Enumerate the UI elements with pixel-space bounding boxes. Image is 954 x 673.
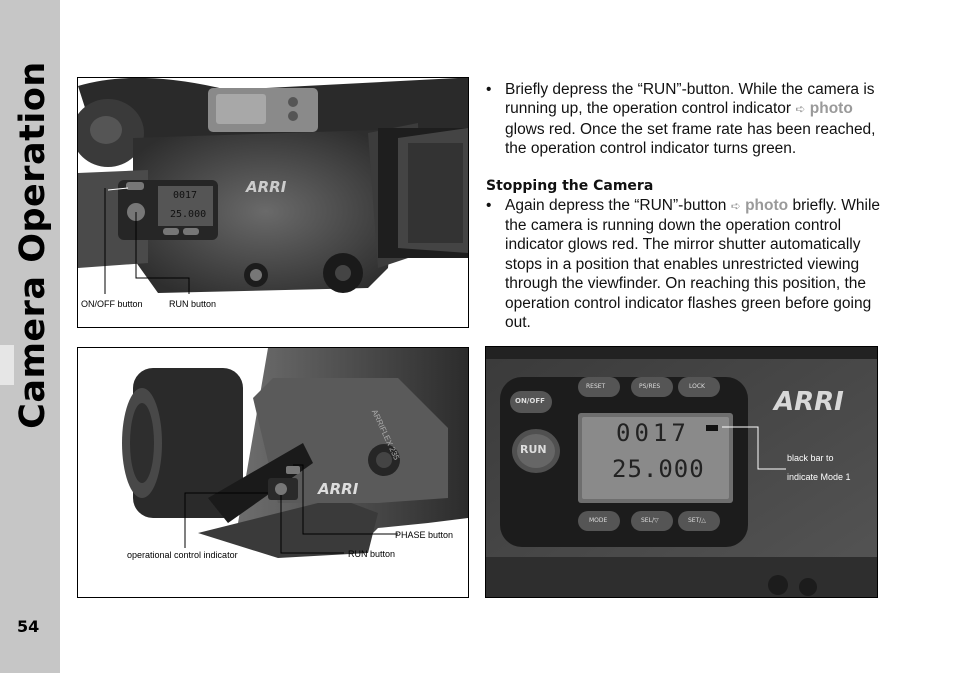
- camera-side-arri-logo: ARRI: [246, 178, 287, 196]
- control-panel-fps-readout: 25.000: [612, 455, 705, 483]
- camera-side-fps-readout: 25.000: [170, 209, 207, 220]
- control-panel-on-off-label[interactable]: ON/OFF: [515, 397, 545, 405]
- control-panel-button-mode[interactable]: MODE: [589, 517, 608, 524]
- control-panel-arri-logo: ARRI: [774, 387, 844, 417]
- sidebar-tab-marker: [0, 345, 14, 385]
- control-panel-illustration: [486, 347, 877, 597]
- photo-camera-right-side: ARRI ARRIFLEX 235 operational control in…: [77, 347, 469, 598]
- control-panel-button-ps-res[interactable]: PS/RES: [639, 383, 661, 390]
- camera-side-frame-counter: 0017: [173, 190, 198, 201]
- photo-reference-link[interactable]: ➪ photo: [730, 196, 789, 214]
- control-panel-button-set[interactable]: SET/△: [688, 517, 706, 524]
- page-number: 54: [17, 617, 40, 636]
- control-panel-run-label[interactable]: RUN: [520, 443, 547, 456]
- photo-control-panel: ARRI RUN ON/OFF RESET PS/RES LOCK MODE S…: [485, 346, 878, 598]
- caption-phase-button: PHASE button: [395, 530, 454, 540]
- caption-run-button: RUN button: [169, 299, 217, 309]
- caption-operational-control-indicator: operational control indicator: [127, 550, 238, 560]
- bullet-icon: •: [486, 81, 492, 98]
- body-text: • Briefly depress the “RUN”-button. Whil…: [486, 80, 886, 332]
- camera-right-illustration: [122, 348, 468, 558]
- caption-on-off-button: ON/OFF button: [81, 299, 143, 309]
- photo-reference-link[interactable]: ➪ photo: [795, 100, 853, 118]
- paragraph-start-run: • Briefly depress the “RUN”-button. Whil…: [486, 81, 876, 158]
- bullet-icon: •: [486, 196, 492, 214]
- control-panel-button-lock[interactable]: LOCK: [689, 383, 705, 390]
- caption-run-button-2: RUN button: [348, 549, 396, 559]
- camera-side-illustration: [78, 78, 468, 294]
- control-panel-button-reset[interactable]: RESET: [586, 383, 606, 390]
- photo-camera-side: ARRI 0017 25.000 ON/OFF button RUN butto…: [77, 77, 469, 328]
- control-panel-frame-counter: 0017: [616, 419, 690, 447]
- caption-black-bar-line1: black bar to: [787, 453, 834, 463]
- chapter-title: Camera Operation: [13, 61, 53, 429]
- section-heading: Stopping the Camera: [486, 177, 654, 194]
- caption-black-bar-line2: indicate Mode 1: [787, 472, 851, 482]
- arrow-icon: ➪: [795, 102, 806, 117]
- arrow-icon: ➪: [730, 198, 741, 213]
- sidebar: Camera Operation 54: [0, 0, 60, 673]
- paragraph-stop: • Again depress the “RUN”-button ➪ photo…: [486, 196, 881, 332]
- control-panel-button-sel[interactable]: SEL/▽: [641, 517, 659, 524]
- camera-right-arri-logo: ARRI: [318, 480, 359, 498]
